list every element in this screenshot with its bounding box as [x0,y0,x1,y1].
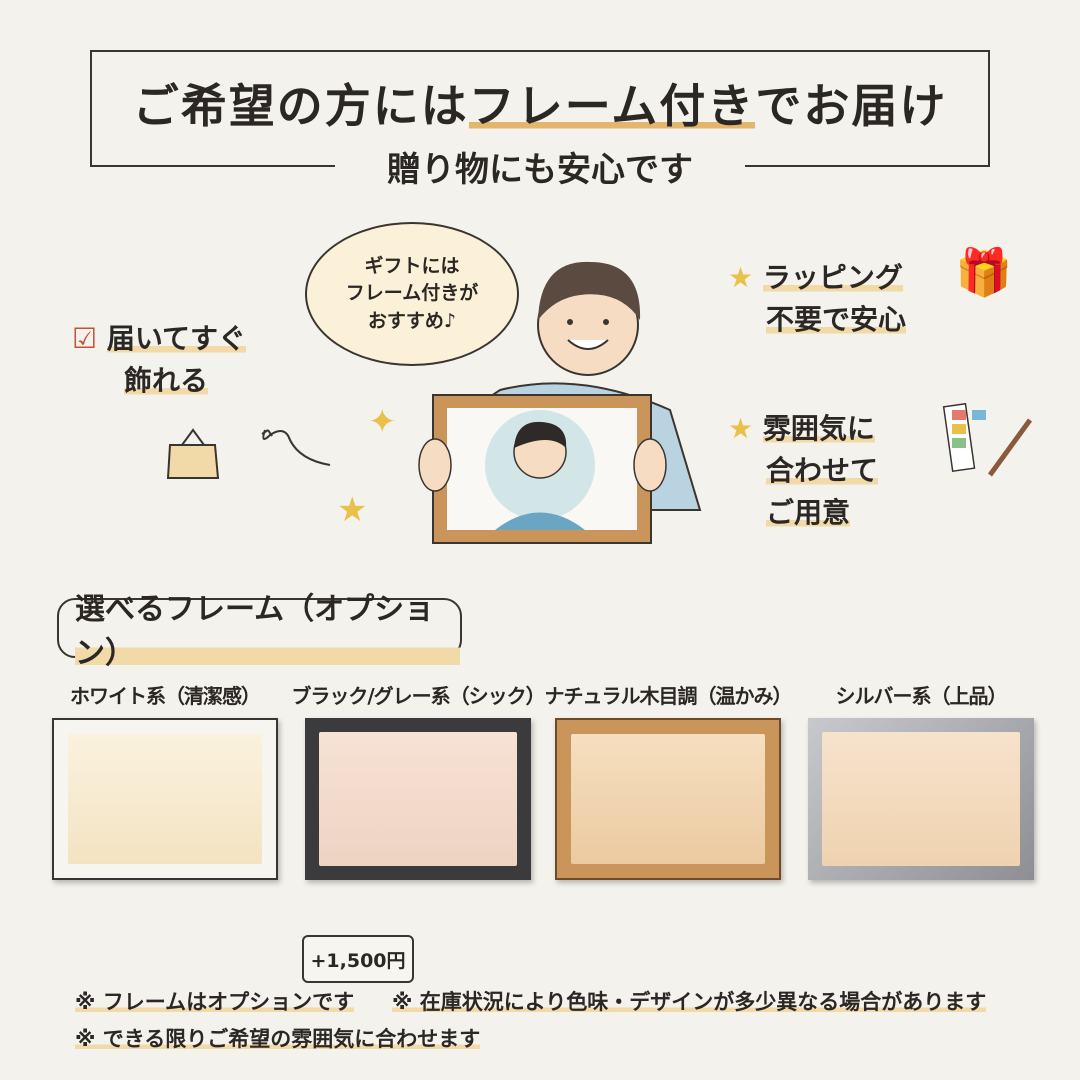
feature-line: 合わせて [766,454,879,487]
note-text: ※ できる限りご希望の雰囲気に合わせます [75,1027,481,1051]
star-icon: ★ [728,412,754,445]
feature-line: 不要で安心 [766,303,907,336]
hanging-sign-and-arrow-icon [166,428,331,479]
frame-label-black: ブラック/グレー系（シック） [291,684,545,708]
feature-line: ご用意 [766,496,851,529]
title-prefix: ご希望の方には [132,79,469,133]
feature-line: 雰囲気に [762,412,875,445]
note-text: ※ フレームはオプションです [75,990,355,1014]
feature-no-wrapping: ★ ラッピング 不要で安心 [728,257,907,341]
bubble-line: ギフトには [364,254,460,277]
family-portrait-image [571,734,765,864]
checkbox-icon: ☑ [72,322,98,355]
feature-display-ready: ☑ 届いてすぐ 飾れる [72,318,247,402]
title-suffix: でお届け [755,79,948,133]
couple-portrait-image [319,732,517,866]
star-icon: ★ [728,261,754,294]
speech-bubble: ギフトには フレーム付きが おすすめ♪ [305,222,519,366]
feature-line: 届いてすぐ [106,322,247,355]
frame-options-heading: 選べるフレーム（オプション） [57,584,462,672]
subtitle: 贈り物にも安心です [387,150,693,190]
frame-label-silver: シルバー系（上品） [835,684,1008,708]
family-with-dog-portrait-image [822,732,1020,866]
frame-option-black[interactable] [305,718,531,880]
frame-option-natural[interactable] [555,718,781,880]
frame-option-white[interactable] [52,718,278,880]
wedding-portrait-image [68,734,262,864]
frame-option-silver[interactable] [808,718,1034,880]
color-swatch-and-brush-icon [942,402,1033,477]
title-accent: フレーム付き [468,79,756,133]
note-mood: ※ できる限りご希望の雰囲気に合わせます [75,1023,481,1053]
divider [90,165,335,167]
bubble-line: フレーム付きが [345,282,479,305]
bubble-line: おすすめ♪ [367,309,457,332]
note-text: ※ 在庫状況により色味・デザインが多少異なる場合があります [392,990,987,1014]
feature-line: 飾れる [124,364,209,397]
title-frame [90,50,990,167]
price-bubble: +1,500円 [302,935,414,983]
frame-label-white: ホワイト系（清潔感） [70,684,261,708]
note-stock: ※ 在庫状況により色味・デザインが多少異なる場合があります [392,986,987,1016]
feature-match-mood: ★ 雰囲気に 合わせて ご用意 [728,408,879,534]
gift-icon: 🎁 [955,245,1013,299]
divider [745,165,990,167]
section-heading-text: 選べるフレーム（オプション） [75,584,460,672]
sparkle-icon: ✦ [368,402,397,442]
feature-line: ラッピング [762,261,903,294]
person-holding-frame-illustration [418,261,702,544]
frame-label-natural: ナチュラル木目調（温かみ） [544,684,793,708]
star-icon: ★ [337,490,368,530]
note-frame-option: ※ フレームはオプションです [75,986,355,1016]
page-title: ご希望の方にはフレーム付きでお届け [0,70,1080,136]
